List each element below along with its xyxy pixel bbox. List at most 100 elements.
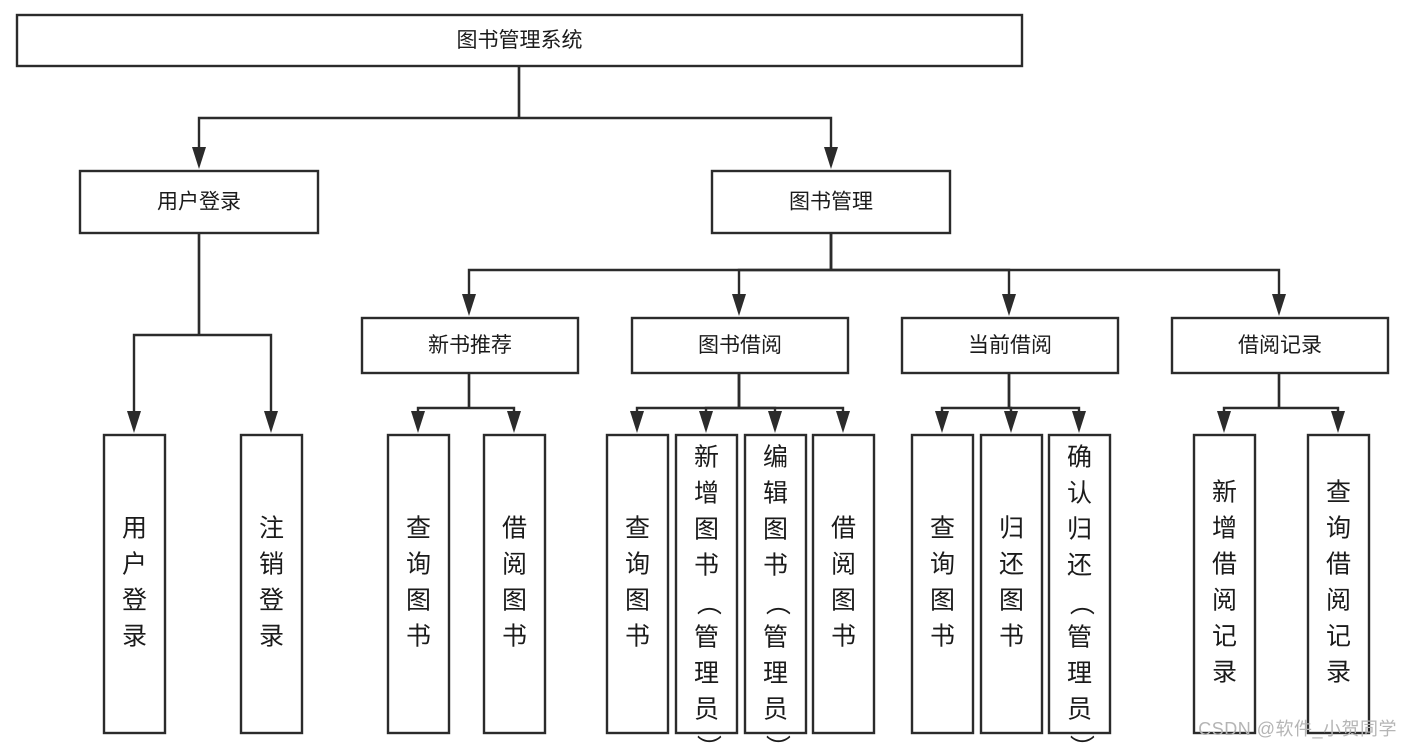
node-root-图书管理系统[interactable]: 图书管理系统 bbox=[15, 13, 1024, 68]
leaf-label-char: 新 bbox=[694, 444, 719, 472]
node-level3-3[interactable]: 借阅记录 bbox=[1170, 316, 1390, 375]
node-rect[interactable] bbox=[360, 316, 580, 375]
node-label: 借阅记录 bbox=[1238, 334, 1322, 357]
connector-5 bbox=[829, 233, 1286, 316]
leaf-label-char: 查 bbox=[1326, 479, 1351, 507]
node-rect[interactable] bbox=[710, 169, 952, 235]
node-level2-1[interactable]: 图书管理 bbox=[710, 169, 952, 235]
leaf-label-char: 录 bbox=[259, 623, 284, 651]
node-label: 图书管理 bbox=[789, 191, 873, 214]
leaf-label-char: 编 bbox=[763, 444, 788, 472]
node-rect[interactable] bbox=[239, 433, 304, 735]
node-layer: 图书管理系统用户登录图书管理新书推荐图书借阅当前借阅借阅记录用户登录注销登录查询… bbox=[15, 13, 1390, 747]
node-rect[interactable] bbox=[1192, 433, 1257, 735]
leaf-label-char: ） bbox=[1067, 734, 1095, 747]
leaf-node-0[interactable]: 用户登录 bbox=[102, 433, 167, 735]
connector-12 bbox=[737, 373, 782, 433]
node-rect[interactable] bbox=[630, 316, 850, 375]
leaf-label-char: 查 bbox=[930, 515, 955, 543]
node-rect[interactable] bbox=[979, 433, 1044, 735]
node-rect[interactable] bbox=[811, 433, 876, 735]
leaf-label-char: 管 bbox=[1067, 624, 1092, 652]
leaf-label-char: 理 bbox=[1067, 660, 1092, 688]
node-label: 新书推荐 bbox=[428, 334, 512, 357]
node-label: 当前借阅 bbox=[968, 334, 1052, 357]
leaf-label-char: 图 bbox=[999, 587, 1024, 615]
leaf-label-char: 辑 bbox=[763, 480, 788, 508]
leaf-label-char: 录 bbox=[122, 623, 147, 651]
node-rect[interactable] bbox=[910, 433, 975, 735]
connector-0 bbox=[192, 66, 521, 169]
node-level3-1[interactable]: 图书借阅 bbox=[630, 316, 850, 375]
leaf-label-char: 还 bbox=[999, 551, 1024, 579]
leaf-label-char: 认 bbox=[1067, 480, 1092, 508]
leaf-label-char: 归 bbox=[999, 515, 1024, 543]
node-rect[interactable] bbox=[674, 433, 739, 735]
leaf-label-char: 书 bbox=[930, 623, 955, 651]
leaf-label-char: 查 bbox=[625, 515, 650, 543]
node-rect[interactable] bbox=[1170, 316, 1390, 375]
connector-13 bbox=[737, 373, 850, 433]
node-rect[interactable] bbox=[482, 433, 547, 735]
leaf-label-char: 图 bbox=[694, 516, 719, 544]
leaf-label-char: 户 bbox=[122, 551, 147, 579]
connector-10 bbox=[630, 373, 741, 433]
leaf-label-char: 员 bbox=[694, 696, 719, 724]
node-rect[interactable] bbox=[386, 433, 451, 735]
leaf-label-char: 理 bbox=[763, 660, 788, 688]
leaf-label-char: 用 bbox=[122, 515, 147, 543]
node-level3-0[interactable]: 新书推荐 bbox=[360, 316, 580, 375]
leaf-label-char: 确 bbox=[1067, 444, 1092, 472]
node-rect[interactable] bbox=[1047, 433, 1112, 735]
node-rect[interactable] bbox=[15, 13, 1024, 68]
leaf-label-char: 书 bbox=[763, 552, 788, 580]
connector-14 bbox=[935, 373, 1011, 433]
leaf-label-char: 登 bbox=[122, 587, 147, 615]
node-rect[interactable] bbox=[78, 169, 320, 235]
leaf-label-char: 注 bbox=[259, 515, 284, 543]
leaf-label-char: 登 bbox=[259, 587, 284, 615]
leaf-label-char: 书 bbox=[694, 552, 719, 580]
leaf-label-char: 图 bbox=[406, 587, 431, 615]
leaf-label-char: 增 bbox=[1212, 515, 1237, 543]
connector-9 bbox=[467, 373, 521, 433]
leaf-label-char: 借 bbox=[502, 515, 527, 543]
node-rect[interactable] bbox=[1306, 433, 1371, 735]
leaf-label-char: 查 bbox=[406, 515, 431, 543]
node-level3-2[interactable]: 当前借阅 bbox=[900, 316, 1120, 375]
node-level2-0[interactable]: 用户登录 bbox=[78, 169, 320, 235]
node-rect[interactable] bbox=[102, 433, 167, 735]
node-label: 图书管理系统 bbox=[457, 29, 583, 52]
leaf-label-char: （ bbox=[763, 590, 791, 615]
leaf-label-char: 询 bbox=[406, 551, 431, 579]
node-rect[interactable] bbox=[743, 433, 808, 735]
leaf-label-char: 借 bbox=[1212, 551, 1237, 579]
leaf-label-char: 图 bbox=[831, 587, 856, 615]
node-rect[interactable] bbox=[900, 316, 1120, 375]
node-rect[interactable] bbox=[605, 433, 670, 735]
leaf-label-char: ） bbox=[763, 734, 791, 747]
leaf-label-char: 借 bbox=[1326, 551, 1351, 579]
leaf-label-char: 销 bbox=[259, 551, 284, 579]
